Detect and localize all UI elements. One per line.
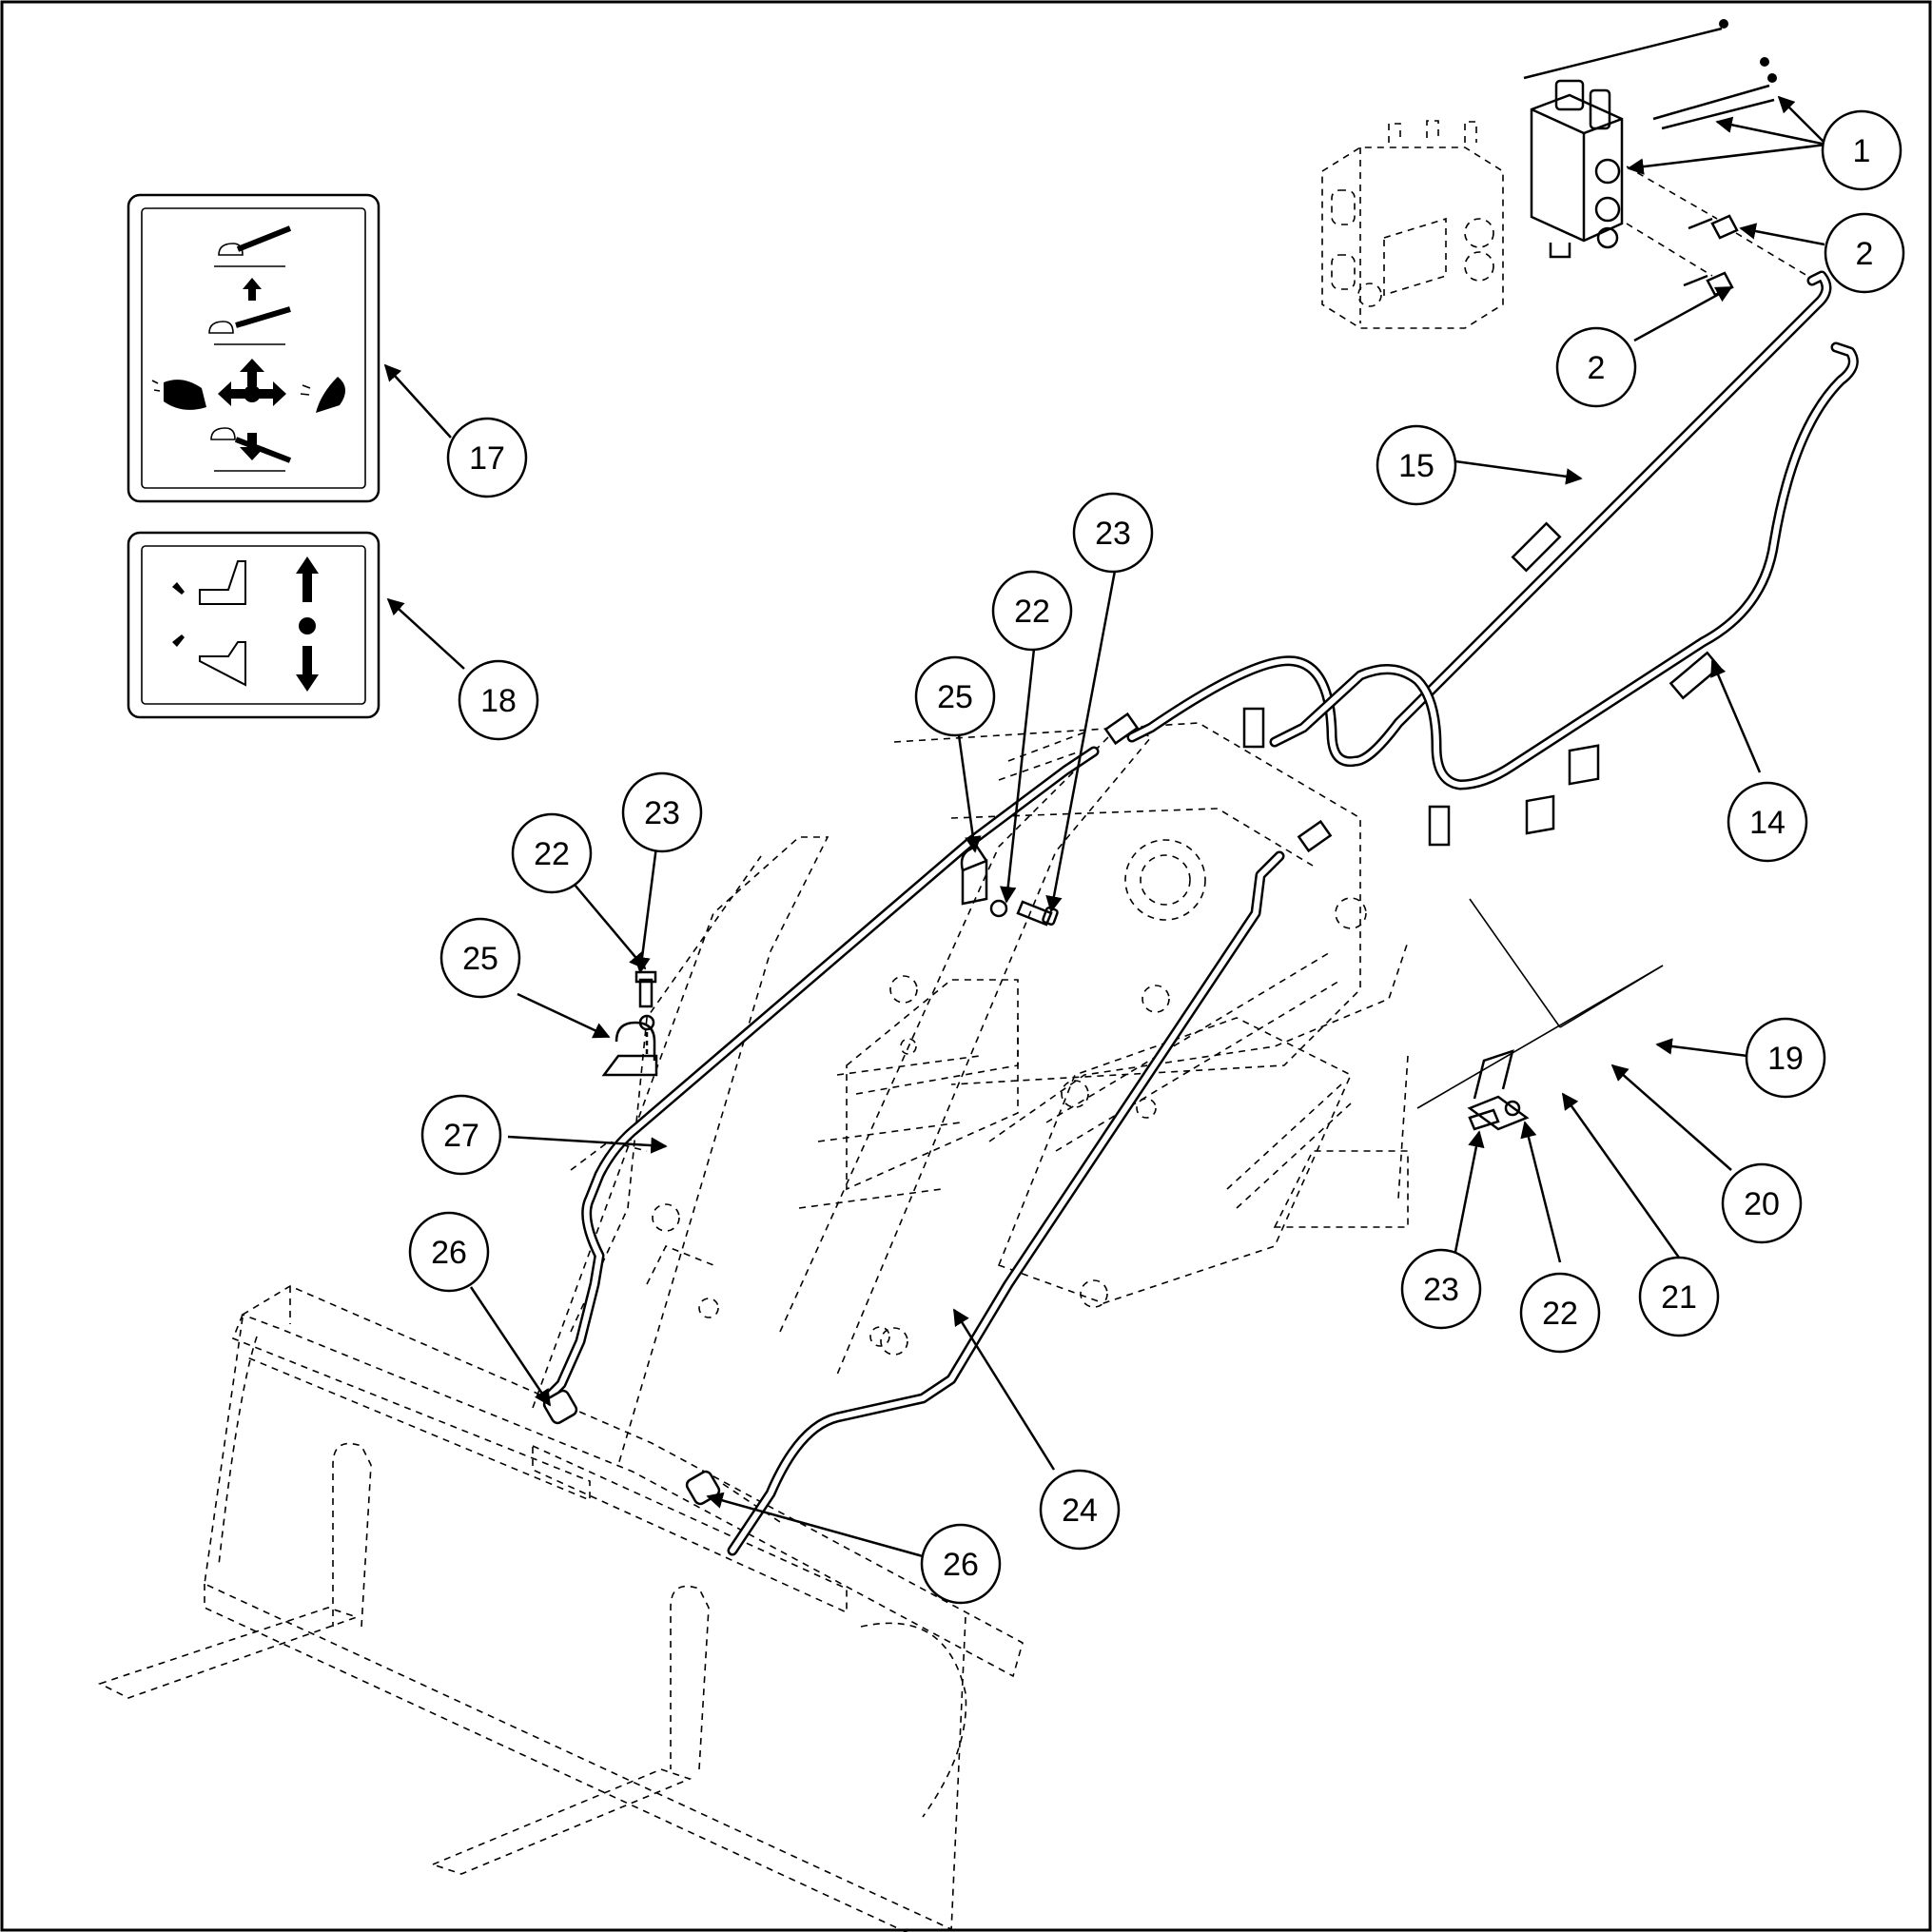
svg-text:24: 24 [1062,1493,1098,1529]
callout-18: 18 [458,659,539,741]
svg-text:18: 18 [480,683,517,719]
callout-19: 19 [1745,1017,1826,1099]
clamp-assembly-top [960,845,1059,927]
svg-text:15: 15 [1398,448,1434,484]
svg-text:22: 22 [534,836,570,872]
callout-23-left: 23 [621,771,703,853]
svg-text:23: 23 [1423,1272,1459,1308]
callout-17: 17 [446,417,528,498]
svg-text:21: 21 [1661,1279,1697,1316]
svg-text:20: 20 [1744,1186,1780,1222]
callout-26-right: 26 [920,1523,1002,1605]
svg-text:14: 14 [1749,805,1786,841]
callout-15: 15 [1376,424,1457,506]
svg-text:2: 2 [1588,350,1606,386]
callout-23-right: 23 [1400,1248,1482,1330]
callout-22-top: 22 [991,570,1073,652]
svg-text:27: 27 [443,1118,479,1154]
callout-26-left: 26 [408,1211,490,1293]
callout-27: 27 [420,1094,502,1176]
hoses [541,270,1859,1556]
clamp-assembly-right [1416,744,1664,1131]
decal-joystick-icon [127,193,381,503]
callout-2-upper: 2 [1824,212,1905,294]
svg-text:26: 26 [943,1547,979,1583]
svg-text:23: 23 [1095,516,1131,552]
leader-lines [383,95,1827,1558]
callout-2-lower: 2 [1555,326,1637,408]
svg-text:22: 22 [1014,594,1050,630]
svg-text:23: 23 [644,795,680,831]
control-valve [1321,19,1808,329]
svg-text:2: 2 [1856,236,1874,272]
callout-23-top: 23 [1072,492,1154,574]
loader-frame [97,722,1409,1932]
svg-text:22: 22 [1542,1296,1578,1332]
callout-14: 14 [1727,781,1808,863]
callout-20: 20 [1721,1162,1803,1244]
callout-22-left: 22 [511,812,593,894]
callout-1: 1 [1821,109,1903,191]
callout-25-top: 25 [914,655,996,737]
callouts: 1 2 2 14 15 17 18 19 20 21 22 22 22 23 2… [408,109,1905,1605]
svg-text:1: 1 [1853,133,1871,169]
callout-25-left: 25 [439,917,521,999]
svg-text:25: 25 [462,941,498,977]
svg-text:26: 26 [431,1235,467,1271]
callout-24: 24 [1039,1469,1121,1551]
callout-22-right: 22 [1519,1272,1601,1354]
callout-21: 21 [1638,1256,1720,1337]
svg-text:19: 19 [1767,1041,1804,1077]
svg-text:25: 25 [937,679,973,715]
svg-text:17: 17 [469,440,505,477]
decal-pedal-icon [127,531,381,719]
clamp-assembly-left [601,970,658,1077]
